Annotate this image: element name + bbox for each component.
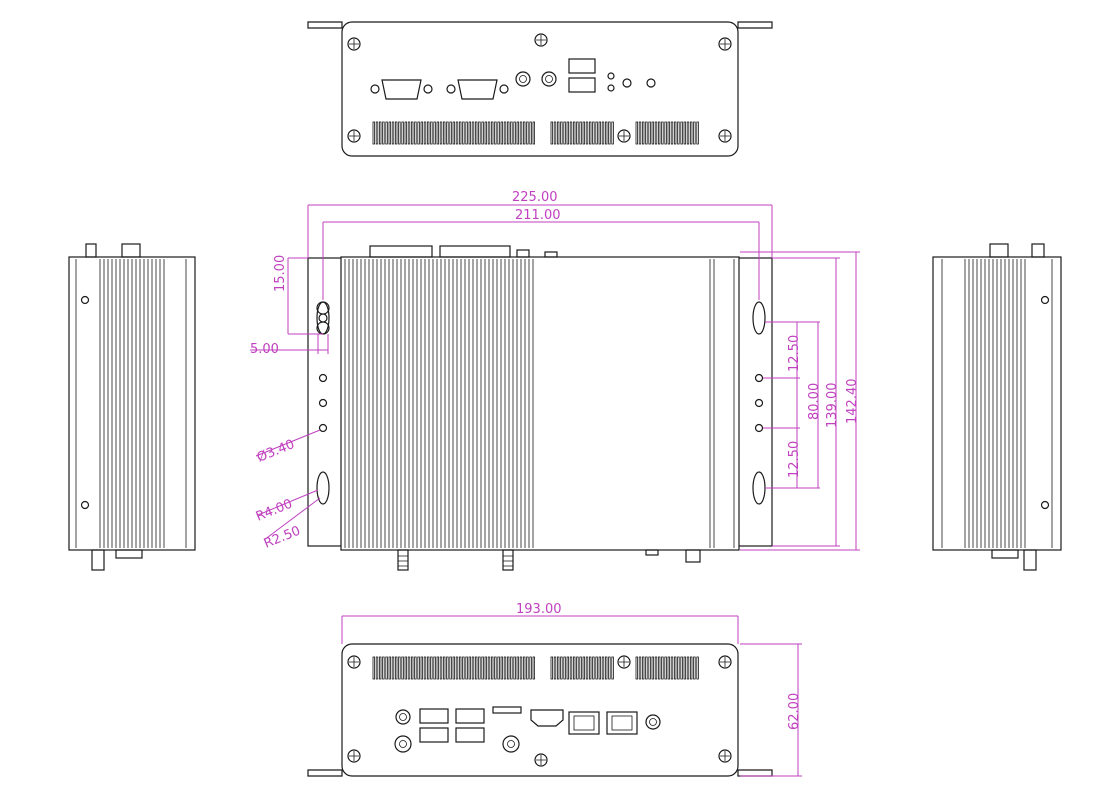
vent-slots <box>372 121 699 145</box>
antenna-connector <box>1023 549 1037 571</box>
indicator-led-icon <box>607 72 656 92</box>
ethernet-port-icon <box>568 711 638 735</box>
dim-slot-offset: 5.00 <box>250 342 279 357</box>
vent-slots <box>372 656 699 680</box>
right-flange <box>737 769 773 777</box>
dim-hole-pitch-top: 12.50 <box>787 335 802 372</box>
usb-port-icon <box>568 58 596 93</box>
dimension-lines <box>250 204 860 551</box>
antenna-connector <box>397 549 514 571</box>
usb-port-icon <box>419 708 485 743</box>
dim-hole-span: 80.00 <box>807 383 822 420</box>
left-mount-bracket <box>307 257 343 547</box>
right-flange <box>737 21 773 29</box>
dim-overall-depth: 142.40 <box>845 379 860 425</box>
screw-icon <box>347 33 732 143</box>
left-side-view <box>68 243 196 571</box>
cooling-fins <box>344 259 735 548</box>
sd-slot-icon <box>492 706 522 714</box>
dimension-lines <box>341 615 802 777</box>
audio-jack-icon <box>645 714 661 730</box>
mount-hole-icon <box>318 373 764 433</box>
screw-icon <box>347 655 732 767</box>
right-side-view <box>932 243 1062 571</box>
dim-overall-width: 225.00 <box>512 190 558 205</box>
right-mount-bracket <box>737 257 773 547</box>
dim-hole-pitch-bottom: 12.50 <box>787 441 802 478</box>
power-button-icon <box>395 709 411 725</box>
dim-radius-small: R2.50 <box>262 524 303 552</box>
antenna-connector <box>91 549 105 571</box>
main-body <box>340 256 740 551</box>
cooling-fins <box>941 259 1053 548</box>
antenna-port-icon <box>394 735 520 753</box>
main-top-view: 225.00 211.00 15.00 5.00 Ø3.40 R4.00 R2.… <box>250 190 860 571</box>
serial-port-icon <box>370 79 509 100</box>
left-flange <box>307 769 343 777</box>
cooling-fins <box>75 259 187 548</box>
dim-hole-diameter: Ø3.40 <box>255 437 297 466</box>
dim-body-width: 193.00 <box>516 602 562 617</box>
dim-mount-spacing: 211.00 <box>515 208 561 223</box>
rear-panel-view <box>307 21 773 157</box>
dim-body-height: 62.00 <box>787 693 802 730</box>
left-flange <box>307 21 343 29</box>
dim-slot-height: 15.00 <box>273 255 288 292</box>
dim-slot-span: 139.00 <box>825 383 840 429</box>
dim-radius-large: R4.00 <box>254 497 295 525</box>
audio-jack-icon <box>515 71 557 87</box>
hdmi-port-icon <box>530 709 564 727</box>
front-panel-view: 193.00 62.00 <box>307 602 802 777</box>
